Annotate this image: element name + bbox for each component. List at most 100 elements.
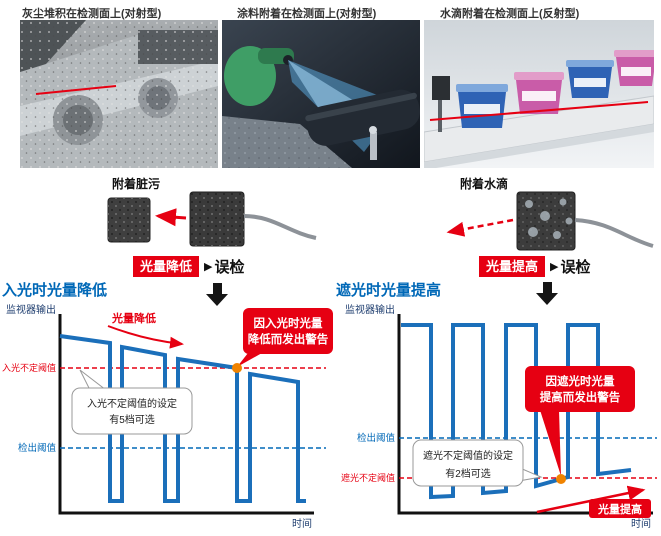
droplet (559, 198, 567, 206)
scattered-light-arrow (446, 218, 514, 237)
decrease-trend-label: 光量降低 (111, 311, 156, 325)
photo-paint-illustration (222, 20, 420, 168)
sensor-post (370, 132, 377, 160)
x-axis-label: 时间 (631, 517, 651, 530)
warning-line-1: 因遮光时光量 (546, 374, 615, 388)
dirt-texture (108, 198, 150, 242)
container-label (464, 104, 500, 114)
laser-beam (429, 101, 649, 121)
roller-highlight (305, 92, 417, 122)
chart-title-light-off: 遮光时光量提高 (336, 282, 442, 299)
photo-dust-accumulation (20, 20, 218, 168)
detect-threshold-label: 检出阈值 (357, 432, 396, 444)
droplet (528, 227, 538, 237)
container-label (522, 91, 556, 101)
note-callout (71, 387, 193, 435)
droplet (553, 231, 561, 239)
photo-dust-illustration (20, 20, 218, 168)
droplet (565, 217, 573, 225)
water-droplets (525, 198, 573, 239)
x-axis-label: 时间 (292, 517, 312, 530)
note-line-2: 有2档可选 (445, 467, 491, 480)
warning-callout-tail (540, 410, 561, 476)
photo-caption-water: 水滴附着在检测面上(反射型) (440, 8, 580, 20)
monitor-output-waveform (401, 323, 632, 500)
container-lid (456, 84, 508, 92)
detect-threshold-label: 检出阈值 (18, 442, 57, 454)
warning-line-1: 因入光时光量 (254, 316, 323, 330)
emitter-sensor (189, 191, 245, 247)
wet-sensor-illustration (446, 191, 654, 251)
container-pink-front (514, 72, 564, 114)
droplet (540, 211, 550, 221)
photo-caption-dust: 灰尘堆积在检测面上(对射型) (22, 8, 162, 20)
container-blue-back (566, 60, 614, 98)
condition-label-dirt: 附着脏污 (112, 177, 161, 191)
arrow-right-icon: ▶ (204, 261, 213, 273)
dirty-sensor-illustration (107, 191, 317, 247)
unstable-threshold-label: 入光不定阈值 (2, 362, 56, 373)
sensor-cable (574, 218, 654, 248)
receiver-sensor (107, 197, 151, 243)
warning-line-2: 提高而发出警告 (540, 390, 621, 404)
result-label: 误检 (560, 259, 591, 276)
container-lid (566, 60, 614, 67)
y-axis-label: 监视器输出 (6, 303, 56, 316)
increase-trend-tag (589, 499, 651, 518)
container-pink-back (614, 50, 654, 86)
coated-roller (305, 89, 420, 146)
roller-body (306, 89, 420, 146)
container-blue-front (456, 84, 508, 128)
down-arrow-icon (536, 282, 558, 305)
container-lid (514, 72, 564, 80)
dust-texture (20, 20, 218, 168)
reflective-sensor (432, 76, 450, 100)
photo-caption-paint: 涂料附着在检测面上(对射型) (237, 8, 377, 20)
container-lid (614, 50, 654, 57)
alert-dot (232, 363, 242, 373)
down-arrow-icon (206, 283, 228, 306)
reflective-sensor (516, 191, 576, 251)
chart-light-on: 监视器输出 入光不定阈值 检出阈值 光量降低 入光不定阈值的设定 有5档可选 因… (2, 303, 333, 530)
effect-row-left: 光量降低 ▶ 误检 (133, 256, 245, 277)
condition-label-water: 附着水滴 (460, 177, 509, 191)
y-axis-label: 监视器输出 (345, 303, 395, 316)
photo-water-illustration (424, 20, 654, 168)
dirt-texture (190, 192, 244, 246)
container-label (621, 67, 651, 76)
light-beam-arrow (155, 208, 187, 227)
note-callout (412, 439, 524, 487)
warning-callout (243, 308, 333, 354)
decrease-trend-arrow (107, 325, 184, 349)
effect-tag-increase: 光量提高 (479, 256, 546, 277)
arrow-head (206, 294, 228, 306)
increase-trend-label: 光量提高 (597, 502, 642, 516)
effect-tag-decrease: 光量降低 (133, 256, 200, 277)
axes (58, 314, 314, 515)
arrow-head (536, 293, 558, 305)
arrow-stem (212, 283, 222, 294)
warning-callout (525, 366, 635, 412)
chart-title-light-on: 入光时光量降低 (2, 282, 108, 299)
note-callout-tail (79, 369, 108, 391)
note-line-2: 有5档可选 (109, 413, 155, 426)
floor-texture (222, 116, 352, 168)
note-line-1: 遮光不定阈值的设定 (423, 449, 513, 462)
unstable-threshold-label: 遮光不定阈值 (341, 472, 395, 483)
sensor-cable (243, 214, 317, 240)
sensor-head (369, 126, 377, 134)
container-label (574, 78, 606, 87)
result-label: 误检 (214, 259, 245, 276)
arrow-stem (542, 282, 552, 293)
warning-callout-tail (237, 353, 262, 367)
sensor-stand (438, 100, 442, 132)
photo-paint-spray (222, 20, 420, 168)
axes (397, 314, 653, 515)
photo-water-droplets (424, 20, 654, 168)
warning-line-2: 降低而发出警告 (248, 332, 329, 346)
chart-light-off: 监视器输出 检出阈值 遮光不定阈值 遮光不定阈值的设定 有2档可选 因遮光时光量… (341, 303, 657, 530)
laser-beam (35, 85, 117, 95)
arrow-right-icon: ▶ (550, 261, 559, 273)
alert-dot (556, 474, 566, 484)
